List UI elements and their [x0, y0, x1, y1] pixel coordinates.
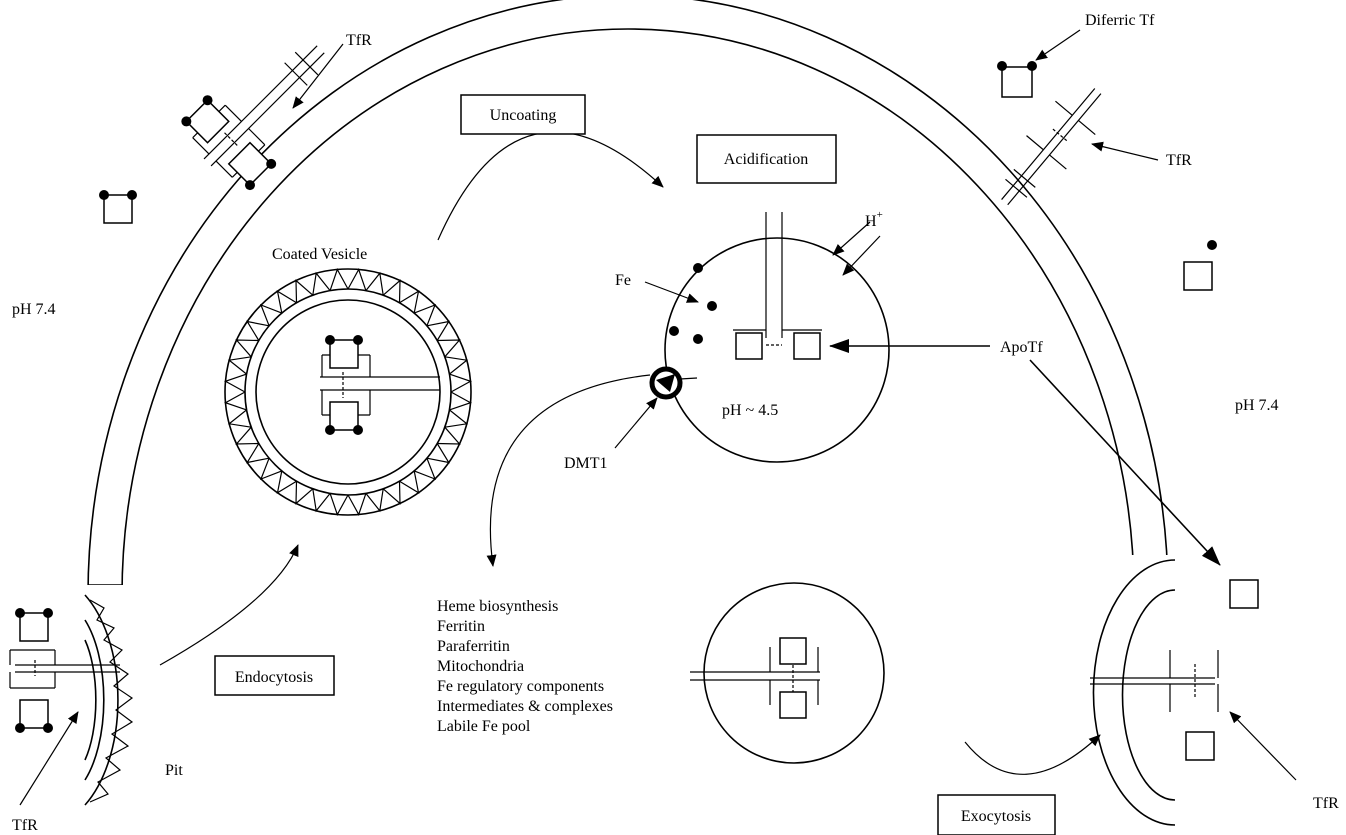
clathrin-coat-segment — [226, 392, 247, 410]
label-apotf: ApoTf — [1000, 339, 1043, 356]
label-fe: Fe — [615, 272, 631, 289]
fate-item: Fe regulatory components — [437, 678, 604, 695]
label-acidification: Acidification — [724, 151, 808, 168]
label-dmt1: DMT1 — [564, 455, 608, 472]
clathrin-coat-segment — [348, 270, 366, 291]
apotf-released-upper — [1230, 580, 1258, 608]
label-tfr-bottom-left: TfR — [12, 817, 38, 834]
endosome — [652, 212, 889, 462]
label-tfr-right: TfR — [1166, 152, 1192, 169]
clathrin-coat-segment — [449, 392, 470, 410]
fate-item: Heme biosynthesis — [437, 598, 558, 615]
label-diferric-tf: Diferric Tf — [1085, 12, 1155, 29]
label-coated-vesicle: Coated Vesicle — [272, 246, 367, 263]
dmt1-transporter — [652, 369, 697, 397]
clathrin-coat-segment — [330, 270, 348, 291]
iron-fate-list: Heme biosynthesis Ferritin Paraferritin … — [437, 598, 613, 735]
fate-item: Mitochondria — [437, 658, 524, 675]
clathrin-coat-segment — [330, 493, 348, 514]
label-ph-endosome: pH ~ 4.5 — [722, 402, 778, 419]
tfr-top-left — [173, 15, 357, 199]
fate-item: Ferritin — [437, 618, 485, 635]
fate-item: Intermediates & complexes — [437, 698, 613, 715]
coated-vesicle — [225, 269, 471, 515]
label-h-superscript: + — [877, 209, 883, 221]
clathrin-coat-segment — [226, 374, 247, 392]
label-exocytosis: Exocytosis — [961, 808, 1031, 825]
recycling-vesicle — [690, 583, 884, 763]
clathrin-coat-segment — [348, 493, 366, 514]
label-ph-right: pH 7.4 — [1235, 397, 1279, 414]
label-endocytosis: Endocytosis — [235, 669, 313, 686]
exocytosis-site — [1090, 555, 1218, 825]
label-tfr-bottom-right: TfR — [1313, 795, 1339, 812]
label-h: H — [865, 213, 877, 230]
diferric-tf-free-left — [99, 190, 137, 223]
label-tfr-top: TfR — [346, 32, 372, 49]
diferric-tf-free-top-right — [997, 61, 1037, 97]
arrows — [20, 30, 1296, 805]
clathrin-coat-segment — [449, 374, 470, 392]
label-h-plus: H+ — [865, 209, 883, 230]
label-pit: Pit — [165, 762, 183, 779]
label-uncoating: Uncoating — [490, 107, 557, 124]
label-ph-left: pH 7.4 — [12, 301, 56, 318]
monoferric-tf — [1184, 240, 1217, 290]
fate-item: Paraferritin — [437, 638, 510, 655]
apotf-released-lower — [1186, 732, 1214, 760]
fate-item: Labile Fe pool — [437, 718, 531, 735]
